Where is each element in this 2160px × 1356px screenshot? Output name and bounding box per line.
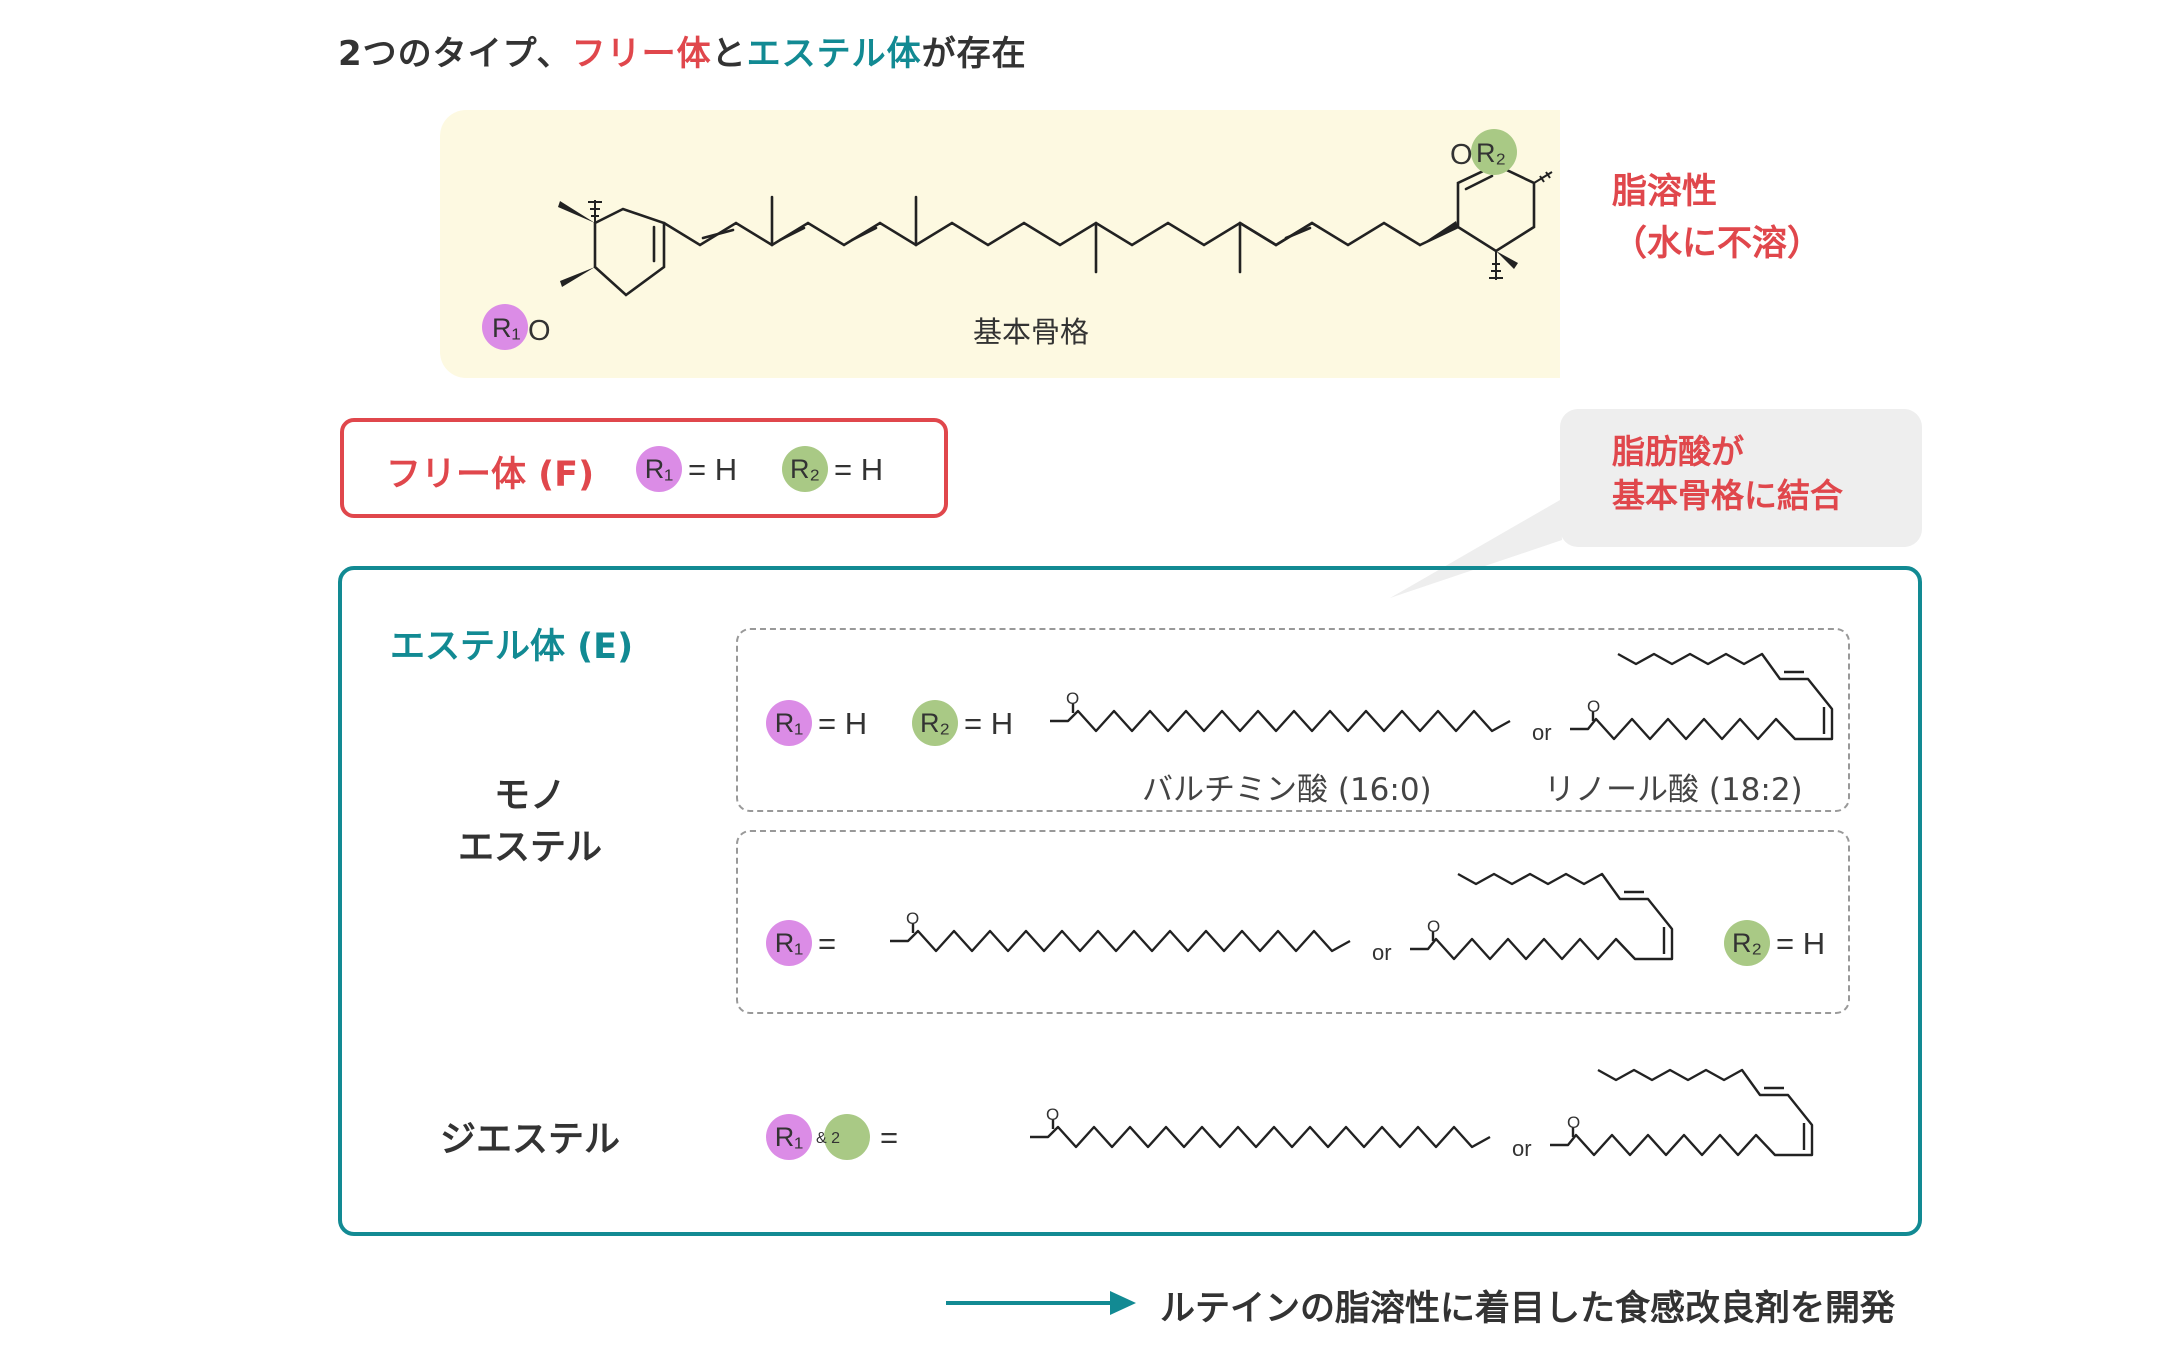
title-suffix: が存在 — [921, 34, 1027, 74]
title-ester: エステル体 — [746, 34, 922, 74]
row3-eq: = — [880, 1120, 899, 1155]
diester-label: ジエステル — [439, 1119, 620, 1160]
monoester-option-2 — [736, 830, 1850, 1014]
ester-form-box — [338, 566, 1922, 1236]
lutein-skeleton-structure: R₁ O O R₂ 基本骨格 — [482, 110, 1560, 378]
row3-amp: & 2 — [816, 1130, 841, 1147]
skeleton-o-right: O — [1450, 139, 1473, 171]
palmitic-acid-label: バルチミン酸 (16:0) — [1142, 772, 1432, 808]
solubility-line1: 脂溶性 — [1612, 172, 1718, 212]
row1-r1-eq: = H — [818, 706, 868, 741]
monoester-label-line2: エステル — [457, 827, 602, 868]
free-r1-badge: R₁ — [636, 446, 682, 492]
title-prefix: 2つのタイプ、 — [338, 34, 572, 74]
skeleton-r2: R₂ — [1476, 138, 1506, 168]
free-r2-badge: R₂ — [782, 446, 828, 492]
row2-r2-eq: = H — [1776, 926, 1826, 961]
title-free: フリー体 — [571, 34, 712, 74]
row3-r2-badge-bg — [824, 1114, 870, 1160]
row2-or: or — [1372, 940, 1392, 965]
skeleton-r1: R₁ — [492, 313, 521, 343]
callout-line1: 脂肪酸が — [1612, 432, 1744, 471]
row3-fatty-acid-chains: O O or — [1030, 1068, 1814, 1161]
monoester-label-line1: モノ — [493, 775, 566, 816]
skeleton-label: 基本骨格 — [973, 315, 1089, 349]
row2-r2-badge: R₂ — [1724, 920, 1770, 966]
free-form-title: フリー体 (F) — [386, 455, 595, 495]
row3-or: or — [1512, 1136, 1532, 1161]
free-r2-eq: = H — [834, 452, 884, 487]
conclusion-arrow — [946, 1291, 1136, 1315]
row2-r1-badge: R₁ — [766, 920, 812, 966]
row3-r1-badge: R₁ — [766, 1114, 812, 1160]
page-title: 2つのタイプ、フリー体とエステル体が存在 — [338, 26, 1027, 75]
skeleton-o-left: O — [528, 315, 551, 347]
callout-bubble — [1560, 409, 1922, 547]
row2-r1-eq: = — [818, 926, 837, 961]
free-form-box — [340, 418, 948, 518]
row1-fatty-acid-chains: O O or — [1050, 652, 1834, 745]
row1-or: or — [1532, 720, 1552, 745]
callout-text: 脂肪酸が 基本骨格に結合 — [1612, 430, 1843, 518]
row1-r2-eq: = H — [964, 706, 1014, 741]
row1-r1-badge: R₁ — [766, 700, 812, 746]
row2-fatty-acid-chains: O O or — [890, 872, 1674, 965]
row2-o2: O — [1427, 917, 1440, 936]
linoleic-acid-label: リノール酸 (18:2) — [1544, 772, 1803, 808]
row1-r2-badge: R₂ — [912, 700, 958, 746]
title-mid: と — [711, 34, 747, 74]
free-r1-eq: = H — [688, 452, 738, 487]
row1-o1: O — [1066, 689, 1079, 708]
conclusion-text: ルテインの脂溶性に着目した食感改良剤を開発 — [1160, 1289, 1896, 1329]
row2-o1: O — [906, 909, 919, 928]
callout-pointer — [1390, 500, 1562, 598]
monoester-option-1 — [736, 628, 1850, 812]
row3-o1: O — [1046, 1105, 1059, 1124]
row3-o2: O — [1567, 1113, 1580, 1132]
ester-form-title: エステル体 (E) — [390, 627, 634, 667]
solubility-label: 脂溶性 （水に不溶） — [1612, 166, 1822, 270]
solubility-line2: （水に不溶） — [1612, 224, 1823, 264]
monoester-label: モノ エステル — [430, 770, 630, 874]
row1-o2: O — [1587, 697, 1600, 716]
callout-line2: 基本骨格に結合 — [1612, 476, 1843, 515]
